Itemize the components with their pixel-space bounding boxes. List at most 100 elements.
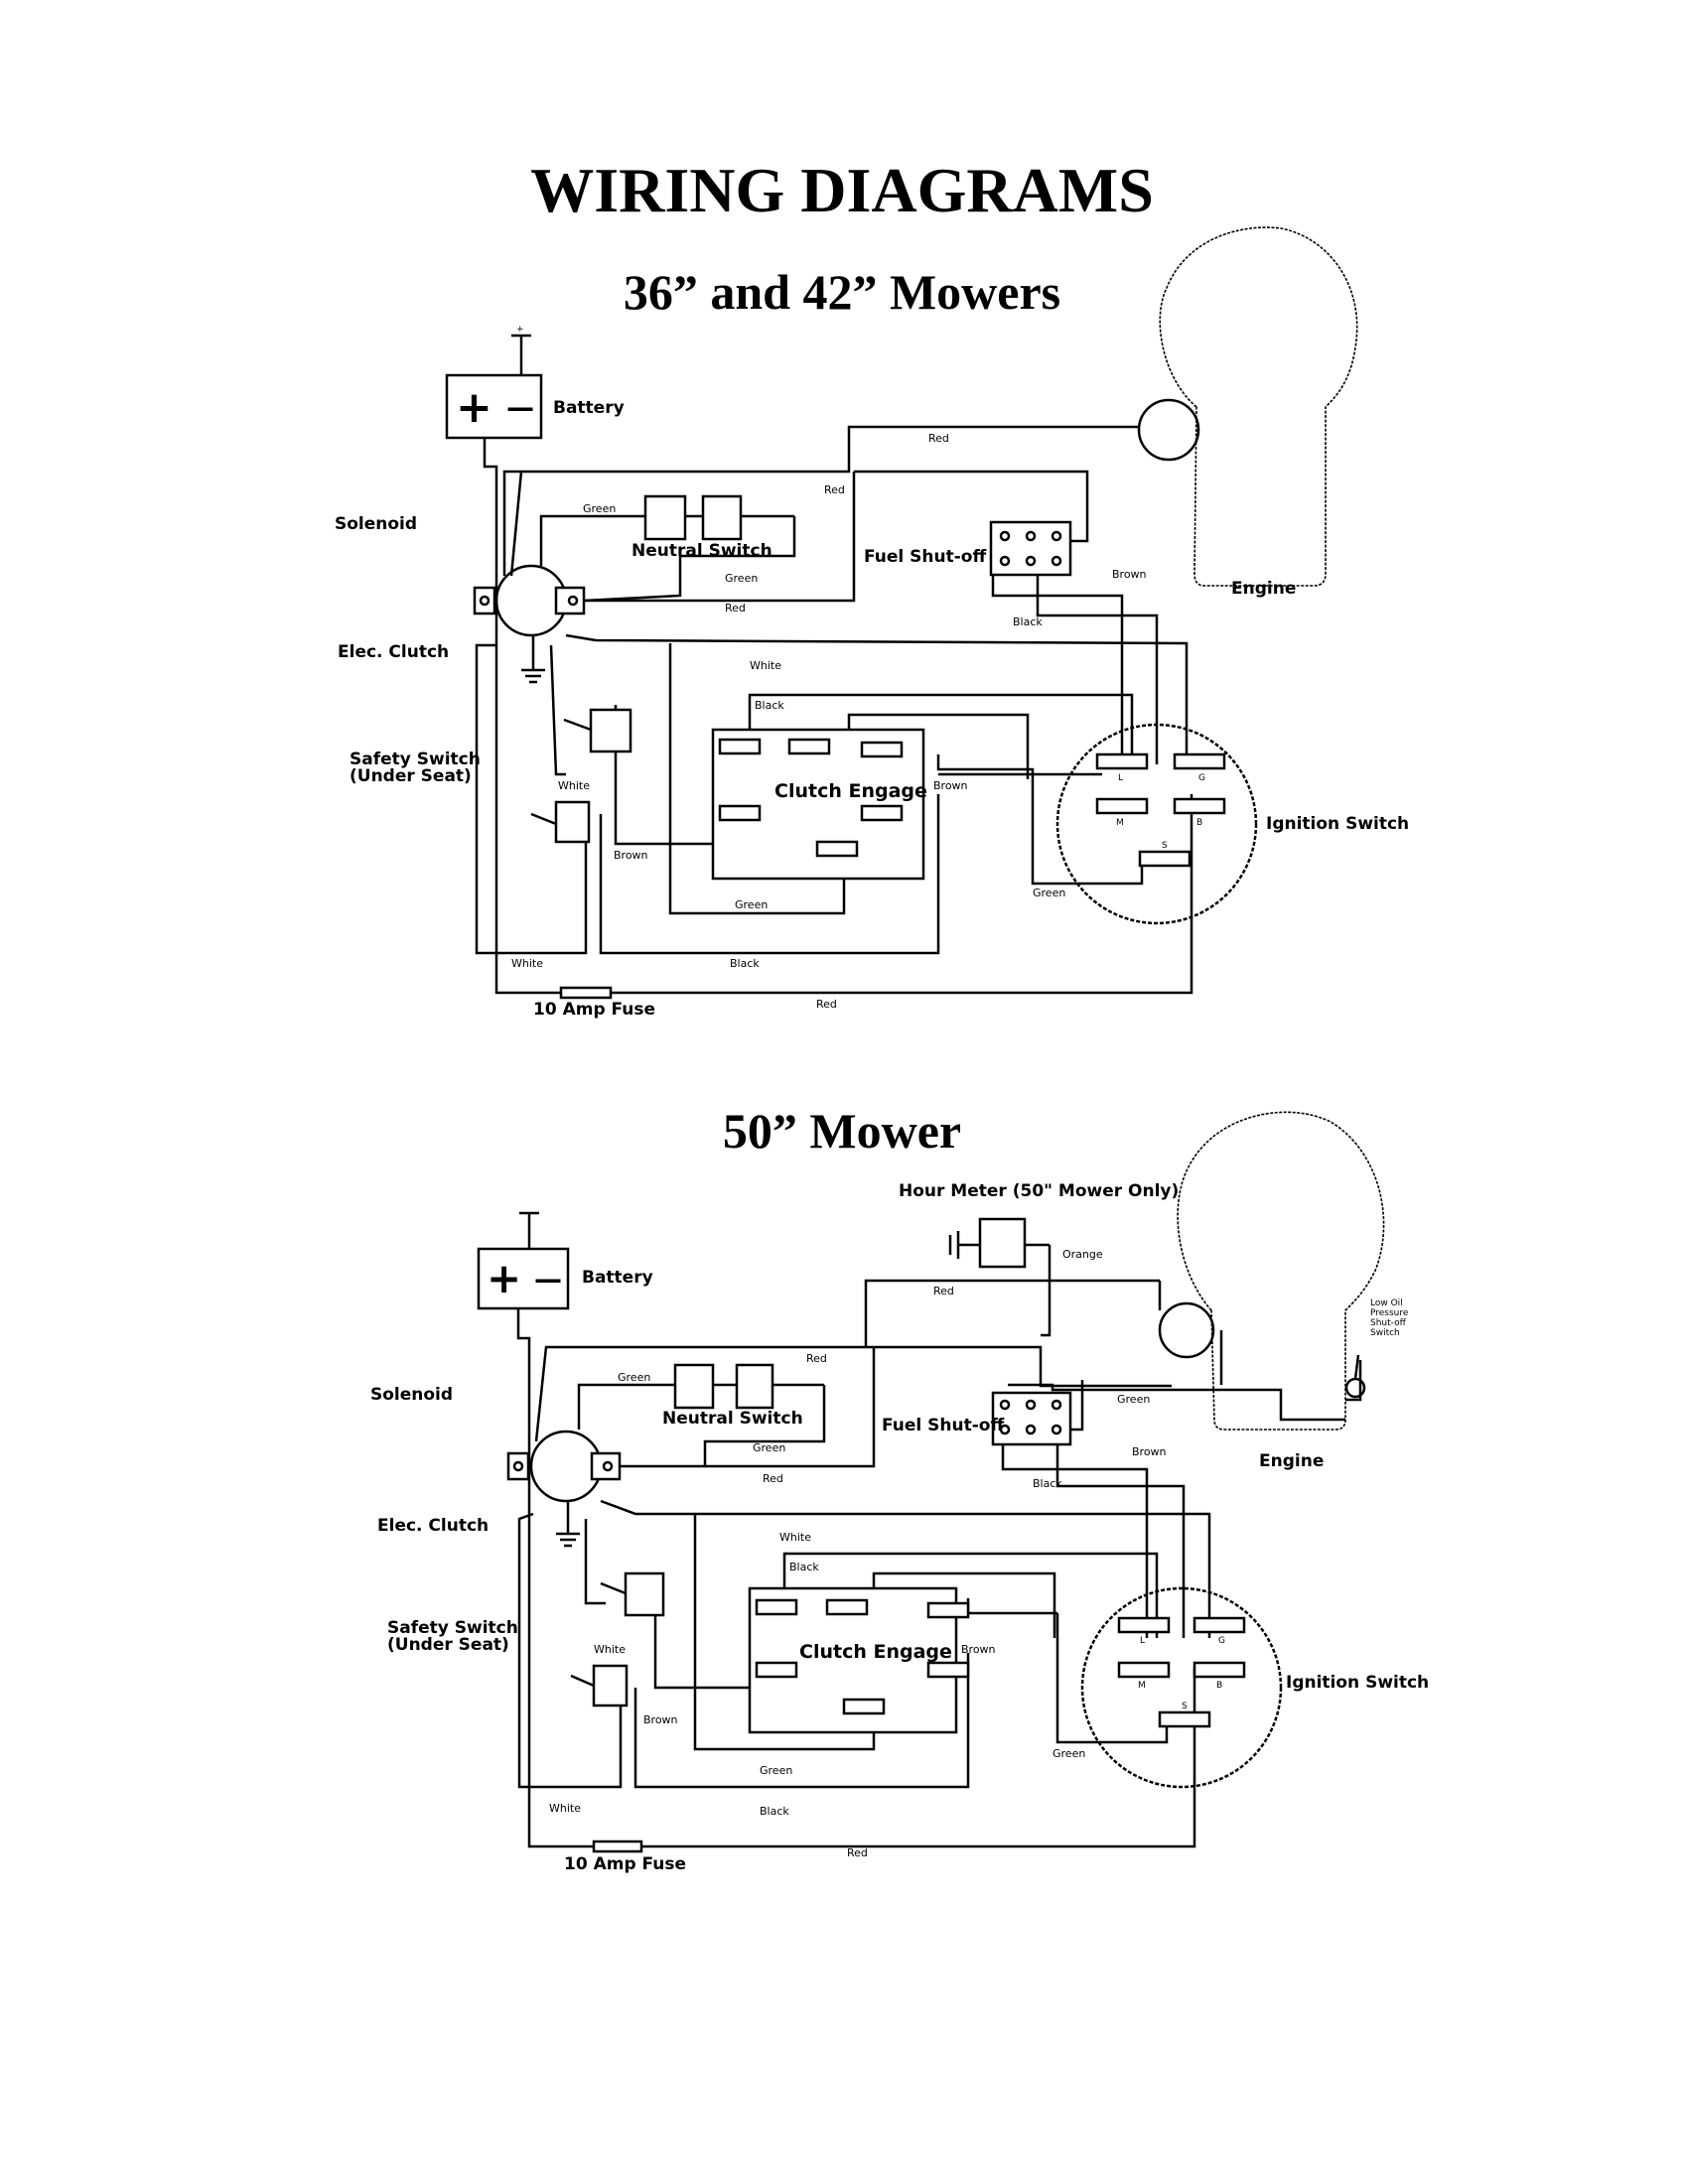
ground-icon [556, 1501, 580, 1548]
neutral-switch [673, 1363, 824, 1410]
oil-switch-label-1: Low Oil [1370, 1298, 1403, 1308]
ignition-terminal-b: B [1216, 1681, 1222, 1691]
safety-switch-label: Safety Switch [350, 750, 481, 769]
wire-label: White [779, 1531, 811, 1544]
safety-switch-sublabel: (Under Seat) [350, 766, 472, 786]
wire-label: White [594, 1643, 626, 1656]
wire-label: Green [725, 572, 758, 585]
oil-pressure-switch [1344, 1377, 1366, 1399]
solenoid-label: Solenoid [370, 1385, 453, 1405]
fuse-icon [559, 986, 613, 1000]
solenoid-label: Solenoid [335, 514, 417, 534]
ignition-terminal-m: M [1116, 818, 1124, 828]
oil-switch-label-4: Switch [1370, 1328, 1400, 1338]
ignition-switch: L G M B S [1055, 723, 1258, 925]
wire-label: White [511, 957, 543, 970]
wire-label: Brown [614, 849, 648, 862]
battery: + — [477, 1211, 570, 1310]
wire-label: Red [725, 602, 746, 614]
ignition-switch: L G M B S [1080, 1586, 1283, 1789]
clutch-engage-label: Clutch Engage [799, 1641, 952, 1663]
diagram-heading-50: 50” Mower [722, 1103, 962, 1159]
elec-clutch-label: Elec. Clutch [377, 1516, 489, 1536]
ignition-terminal-g: G [1198, 773, 1205, 783]
battery: + + — [445, 325, 543, 440]
safety-switch-upper [600, 1571, 665, 1617]
oil-switch-wire [1345, 1360, 1362, 1402]
wire-label: Brown [643, 1713, 678, 1726]
engine-outline [1159, 226, 1358, 587]
ignition-switch-label: Ignition Switch [1286, 1673, 1429, 1693]
engine-50 [1158, 1111, 1385, 1431]
starter-motor [1158, 1301, 1215, 1359]
wire-label: Brown [961, 1643, 996, 1656]
wire-label: Green [1052, 1747, 1085, 1760]
hour-meter-label: Hour Meter (50" Mower Only) [899, 1181, 1179, 1201]
wire-label: Green [735, 898, 768, 911]
wire-label: Brown [933, 779, 968, 792]
fuel-shutoff-label: Fuel Shut-off [864, 547, 986, 567]
wire-label: Red [763, 1472, 783, 1485]
page-title: WIRING DIAGRAMS [530, 155, 1154, 225]
neutral-switch-label: Neutral Switch [632, 541, 772, 561]
ground-icon [521, 635, 545, 684]
ignition-switch-label: Ignition Switch [1266, 814, 1409, 834]
battery-label: Battery [582, 1268, 653, 1288]
neutral-switch [643, 494, 794, 541]
ignition-terminal-l: L [1140, 1636, 1145, 1646]
solenoid [473, 564, 586, 637]
wire-label: White [549, 1802, 581, 1815]
ignition-terminal-b: B [1196, 818, 1202, 828]
wire-label: Green [753, 1441, 785, 1454]
safety-switch-sublabel: (Under Seat) [387, 1635, 509, 1655]
wire-label: White [558, 779, 590, 792]
wire-label: Black [730, 957, 760, 970]
wire-label: Black [1033, 1477, 1062, 1490]
wire-label: Green [1033, 887, 1065, 899]
clutch-engage-label: Clutch Engage [774, 780, 927, 802]
battery-minus-icon: — [534, 1263, 562, 1296]
wire-label: Black [789, 1561, 819, 1573]
wires [516, 1279, 1345, 1848]
wire-label: Brown [1112, 568, 1147, 581]
hour-meter [948, 1217, 1052, 1337]
wire-label: Black [755, 699, 784, 712]
ignition-terminal-m: M [1138, 1681, 1146, 1691]
solenoid [506, 1430, 622, 1503]
wire-label: Red [847, 1846, 868, 1859]
ignition-terminal-s: S [1182, 1702, 1188, 1711]
neutral-switch-label: Neutral Switch [662, 1409, 803, 1429]
fuse-icon [592, 1840, 643, 1853]
ignition-terminal-g: G [1218, 1636, 1225, 1646]
fuse-label: 10 Amp Fuse [564, 1854, 686, 1874]
fuse-label: 10 Amp Fuse [533, 1000, 655, 1020]
wire-label: Orange [1062, 1248, 1103, 1261]
battery-minus-icon: — [506, 391, 534, 424]
safety-switch-upper [563, 708, 632, 753]
fuel-shutoff [991, 1391, 1072, 1446]
ignition-terminal-s: S [1162, 841, 1168, 851]
diagram-heading-36-42: 36” and 42” Mowers [623, 264, 1061, 320]
wire-label: Black [760, 1805, 789, 1818]
wire-label: Green [618, 1371, 650, 1384]
wire-label: White [750, 659, 781, 672]
wire-label: Red [933, 1285, 954, 1297]
engine [1137, 226, 1358, 587]
battery-plus-icon: + [456, 382, 492, 433]
battery-plus-icon: + [487, 1254, 521, 1302]
clutch-engage [748, 1586, 970, 1734]
wire-label: Black [1013, 615, 1043, 628]
engine-label: Engine [1231, 579, 1296, 599]
safety-switch-lower [530, 800, 591, 844]
wire-label: Red [816, 998, 837, 1011]
safety-switch-lower [570, 1664, 629, 1707]
wire-label: Red [806, 1352, 827, 1365]
starter-motor [1137, 398, 1200, 462]
wires [475, 425, 1193, 995]
wire-label: Green [583, 502, 616, 515]
wire-label: Red [824, 483, 845, 496]
oil-switch-label-2: Pressure [1370, 1308, 1409, 1318]
fuel-shutoff-label: Fuel Shut-off [882, 1416, 1004, 1435]
safety-switch-label: Safety Switch [387, 1618, 518, 1638]
